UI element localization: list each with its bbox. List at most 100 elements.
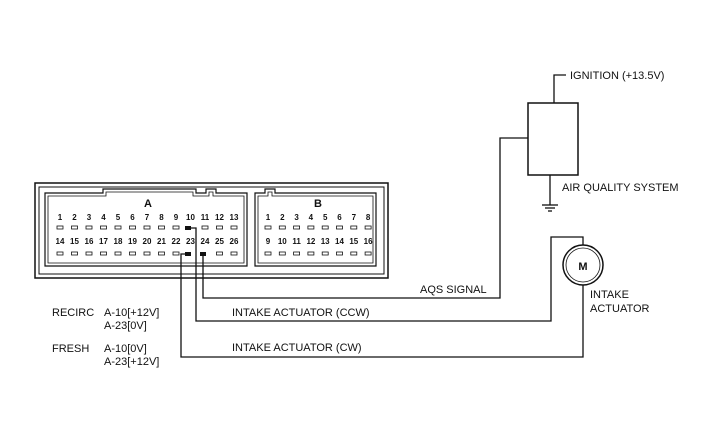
pin-cavity xyxy=(278,225,286,230)
pin-label: 8 xyxy=(366,213,371,222)
pin-label: 14 xyxy=(56,237,65,246)
pin-label: 16 xyxy=(364,237,373,246)
pin-label: 25 xyxy=(215,237,224,246)
connector-b-row2: 9 10 11 12 13 14 15 16 xyxy=(264,237,373,256)
pin-cavity xyxy=(321,225,329,230)
pin-cavity xyxy=(172,225,180,230)
pin-cavity xyxy=(85,225,93,230)
pin-cavity xyxy=(307,251,315,256)
aqs-signal-label: AQS SIGNAL xyxy=(420,284,487,296)
pin-label: 6 xyxy=(130,213,135,222)
ground-icon xyxy=(542,204,558,212)
pin-label: 9 xyxy=(174,213,179,222)
motor-icon: M xyxy=(562,244,604,286)
pin-cavity xyxy=(114,251,122,256)
wire-intake-cw xyxy=(180,253,584,358)
pin-label: 2 xyxy=(280,213,285,222)
pin-cavity xyxy=(114,225,122,230)
pin-cavity xyxy=(350,225,358,230)
pin-label: 14 xyxy=(335,237,344,246)
connector-housing xyxy=(34,182,389,279)
fresh-line2: A-23[+12V] xyxy=(104,356,159,368)
actuator-label-line1: INTAKE xyxy=(590,289,629,301)
pin-cavity xyxy=(201,225,209,230)
pin-label: 1 xyxy=(58,213,63,222)
pin-label: 15 xyxy=(70,237,79,246)
pin-label: 7 xyxy=(352,213,357,222)
pin-label: 10 xyxy=(186,213,195,222)
wire-aqs-signal xyxy=(202,137,528,299)
pin-label: 12 xyxy=(306,237,315,246)
recirc-mode-name: RECIRC xyxy=(52,307,94,319)
pin-cavity xyxy=(85,251,93,256)
pin-cavity xyxy=(56,251,64,256)
pin-label: 21 xyxy=(157,237,166,246)
wire-intake-ccw xyxy=(188,227,568,322)
pin-cavity xyxy=(278,251,286,256)
pin-label: 8 xyxy=(159,213,164,222)
pin-cavity xyxy=(100,251,107,256)
pin-label: 19 xyxy=(128,237,137,246)
pin-cavity xyxy=(216,225,223,230)
pin-cavity xyxy=(129,251,136,256)
pin-label: 16 xyxy=(85,237,94,246)
pin-cavity xyxy=(364,225,372,230)
pin-cavity xyxy=(230,251,238,256)
pin-cavity xyxy=(71,251,78,256)
pin-label: 10 xyxy=(278,237,287,246)
pin-label: 20 xyxy=(143,237,152,246)
ignition-label: IGNITION (+13.5V) xyxy=(570,70,664,82)
pin-cavity xyxy=(293,251,301,256)
pin-cavity xyxy=(321,251,329,256)
pin-label: 23 xyxy=(186,237,195,246)
connector-b-label: B xyxy=(314,198,322,210)
pin-label: 3 xyxy=(87,213,92,222)
pin-label: 7 xyxy=(145,213,150,222)
motor-symbol: M xyxy=(578,261,587,273)
pin-label: 12 xyxy=(215,213,224,222)
pin-label: 6 xyxy=(337,213,342,222)
aqs-label: AIR QUALITY SYSTEM xyxy=(562,182,679,194)
recirc-line1: A-10[+12V] xyxy=(104,307,159,319)
pin-cavity xyxy=(143,225,151,230)
pin-cavity xyxy=(143,251,151,256)
pin-cavity xyxy=(293,225,301,230)
pin-cavity xyxy=(307,225,315,230)
pin-cavity xyxy=(158,225,165,230)
pin-label: 5 xyxy=(323,213,328,222)
pin-label: 4 xyxy=(309,213,314,222)
pin-cavity xyxy=(216,251,223,256)
pin-label: 5 xyxy=(116,213,121,222)
fresh-mode-name: FRESH xyxy=(52,343,89,355)
pin-label: 4 xyxy=(101,213,106,222)
fresh-line1: A-10[0V] xyxy=(104,343,147,355)
wire-motor-top xyxy=(568,236,584,246)
aqs-module xyxy=(527,102,579,176)
pin-label: 18 xyxy=(114,237,123,246)
pin-cavity xyxy=(264,225,272,230)
pin-cavity xyxy=(336,251,343,256)
pin-label: 11 xyxy=(201,213,210,222)
pin-cavity xyxy=(172,251,180,256)
actuator-label-line2: ACTUATOR xyxy=(590,303,650,315)
pin-label: 17 xyxy=(99,237,108,246)
pin-label: 13 xyxy=(230,213,239,222)
pin-cavity xyxy=(56,225,64,230)
pin-label: 15 xyxy=(349,237,358,246)
pin-cavity xyxy=(350,251,358,256)
pin-label: 2 xyxy=(72,213,77,222)
pin-label: 26 xyxy=(230,237,239,246)
pin-cavity xyxy=(71,225,78,230)
pin-label: 3 xyxy=(294,213,299,222)
pin-label: 1 xyxy=(266,213,271,222)
pin-label: 13 xyxy=(321,237,330,246)
pin-label: 11 xyxy=(292,237,301,246)
pin-label: 9 xyxy=(266,237,271,246)
pin-label: 22 xyxy=(172,237,181,246)
pin-cavity xyxy=(158,251,165,256)
pin-cavity xyxy=(364,251,372,256)
